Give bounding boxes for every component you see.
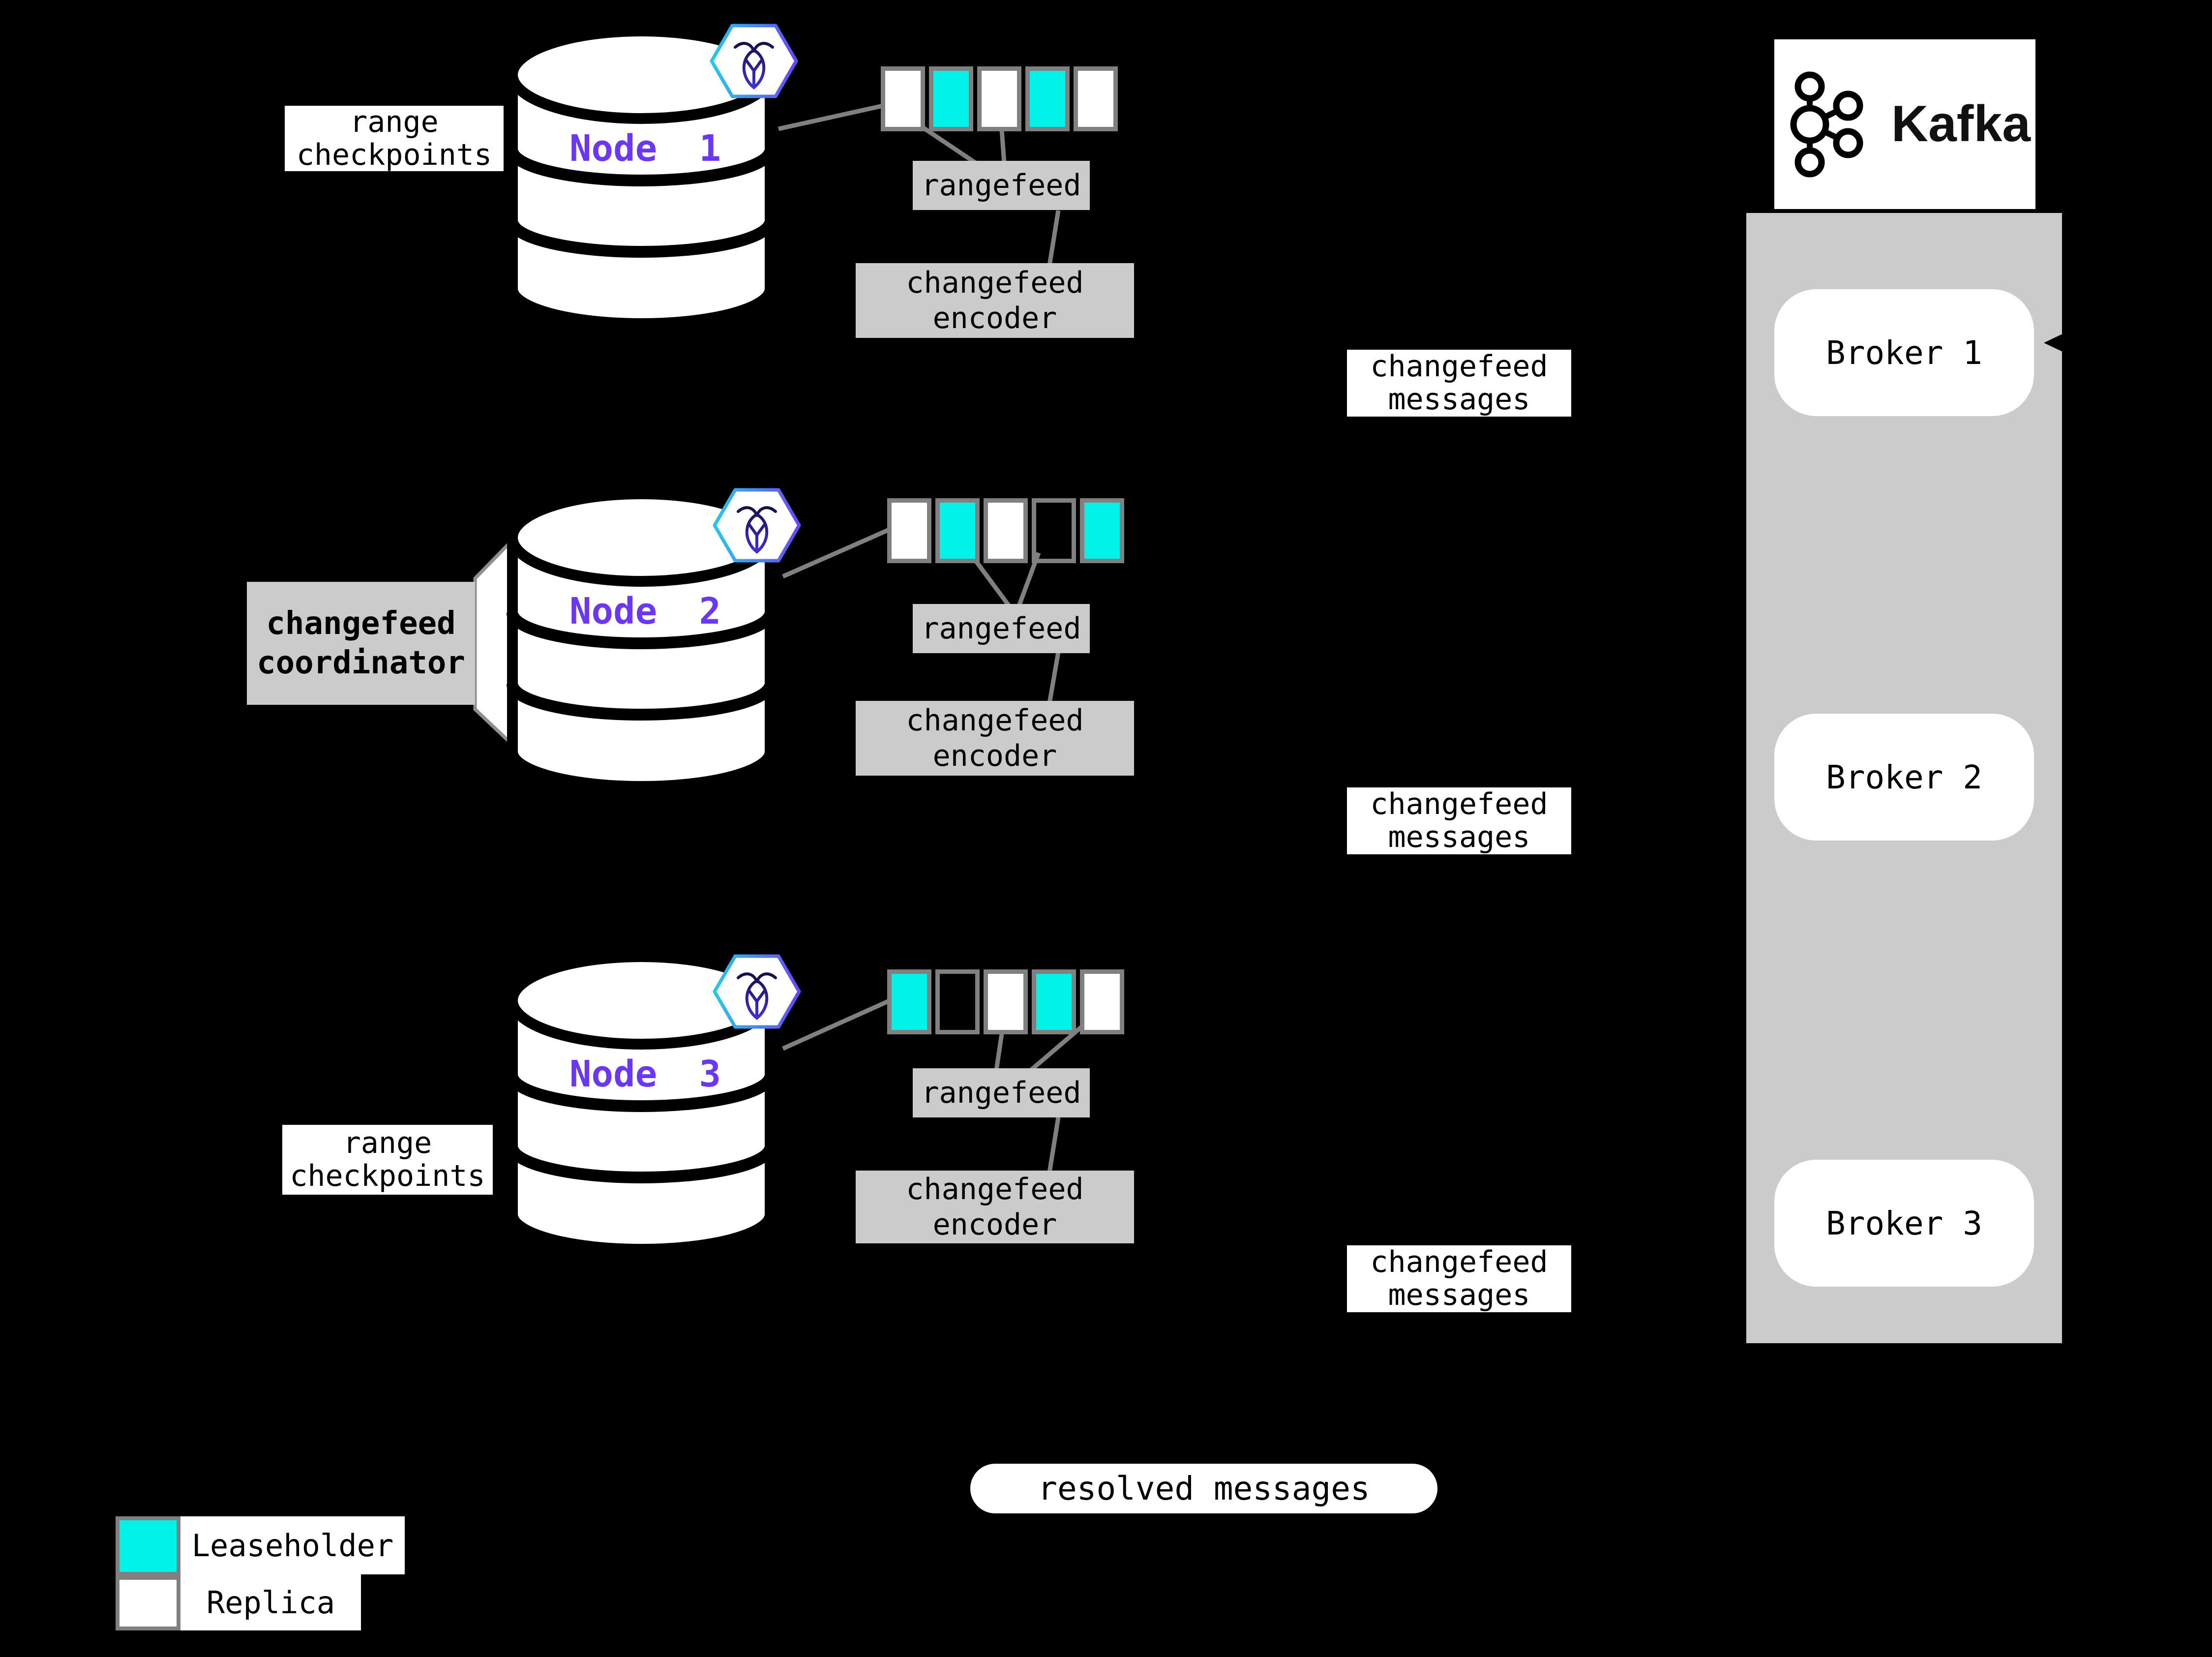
rangefeed-box-node2: rangefeed — [913, 604, 1090, 653]
range-checkpoints-line2: checkpoints — [296, 137, 492, 171]
encoder-line1: changefeed — [906, 266, 1084, 300]
legend-replica-swatch — [116, 1576, 180, 1630]
kafka-icon — [1790, 71, 1863, 177]
node1-label: Node 1 — [569, 127, 721, 170]
changefeed-encoder-box-node1: changefeed encoder — [856, 263, 1134, 338]
kafka-wordmark: Kafka — [1891, 95, 2031, 152]
broker-label: Broker 1 — [1826, 333, 1982, 372]
resolved-messages-pill: resolved messages — [970, 1464, 1437, 1513]
messages-line1: changefeed — [1370, 787, 1548, 821]
encoder-line1: changefeed — [906, 1172, 1084, 1206]
range-checkpoints-label-node1: range checkpoints — [285, 106, 504, 171]
broker-2: Broker 2 — [1774, 714, 2034, 841]
messages-line2: messages — [1388, 382, 1530, 417]
range-square — [881, 66, 925, 131]
changefeed-encoder-box-node2: changefeed encoder — [856, 701, 1134, 776]
range-square — [935, 969, 980, 1034]
changefeed-messages-label-1: changefeed messages — [1347, 350, 1571, 417]
messages-line2: messages — [1388, 1278, 1530, 1312]
range-square — [984, 969, 1028, 1034]
legend-replica-label: Replica — [180, 1574, 361, 1630]
coordinator-line2: coordinator — [257, 645, 465, 681]
broker-3: Broker 3 — [1774, 1160, 2034, 1287]
range-checkpoints-line2: checkpoints — [290, 1159, 485, 1193]
rangefeed-label: rangefeed — [921, 168, 1081, 203]
coordinator-line1: changefeed — [266, 605, 456, 642]
node3-label: Node 3 — [569, 1053, 721, 1095]
range-square — [984, 498, 1028, 563]
changefeed-encoder-box-node3: changefeed encoder — [856, 1171, 1134, 1243]
legend-label-text: Replica — [206, 1584, 335, 1621]
cockroachdb-icon — [715, 490, 799, 561]
range-checkpoints-label-node3: range checkpoints — [282, 1125, 493, 1195]
encoder-line1: changefeed — [906, 703, 1084, 738]
changefeed-coordinator-box: changefeed coordinator — [247, 582, 475, 705]
broker-label: Broker 2 — [1826, 758, 1982, 796]
encoder-line2: encoder — [932, 301, 1057, 335]
changefeed-messages-label-3: changefeed messages — [1347, 1245, 1571, 1312]
range-square — [1074, 66, 1118, 131]
rangefeed-box-node1: rangefeed — [913, 161, 1090, 210]
legend-leaseholder-label: Leaseholder — [180, 1516, 405, 1574]
range-square — [887, 969, 931, 1034]
range-checkpoints-line1: range — [350, 106, 439, 139]
range-square — [935, 498, 980, 563]
range-square — [1080, 969, 1124, 1034]
broker-1: Broker 1 — [1774, 289, 2034, 416]
cockroachdb-icon — [712, 26, 796, 96]
kafka-logo-box: Kafka — [1774, 39, 2035, 209]
range-checkpoints-line1: range — [343, 1126, 432, 1160]
arrowhead-into-kafka-icon — [2044, 333, 2063, 352]
legend-leaseholder-swatch — [116, 1516, 180, 1576]
changefeed-messages-label-2: changefeed messages — [1347, 787, 1571, 854]
node2-label: Node 2 — [569, 590, 721, 633]
arrowhead-into-coordinator-icon — [227, 634, 246, 652]
rangefeed-label: rangefeed — [921, 1076, 1081, 1110]
range-square — [1032, 498, 1076, 563]
range-square — [887, 498, 931, 563]
range-square — [1025, 66, 1070, 131]
range-square — [1032, 969, 1076, 1034]
messages-line2: messages — [1388, 820, 1530, 854]
rangefeed-label: rangefeed — [921, 611, 1081, 646]
rangefeed-box-node3: rangefeed — [913, 1068, 1090, 1117]
legend-label-text: Leaseholder — [191, 1527, 394, 1564]
range-square — [929, 66, 973, 131]
encoder-line2: encoder — [932, 739, 1057, 773]
range-square — [1080, 498, 1124, 563]
messages-line1: changefeed — [1370, 350, 1548, 384]
cockroachdb-icon — [715, 956, 799, 1027]
resolved-messages-label: resolved messages — [1038, 1470, 1370, 1507]
encoder-line2: encoder — [932, 1207, 1057, 1242]
range-square — [977, 66, 1021, 131]
messages-line1: changefeed — [1370, 1245, 1548, 1279]
broker-label: Broker 3 — [1826, 1204, 1982, 1242]
